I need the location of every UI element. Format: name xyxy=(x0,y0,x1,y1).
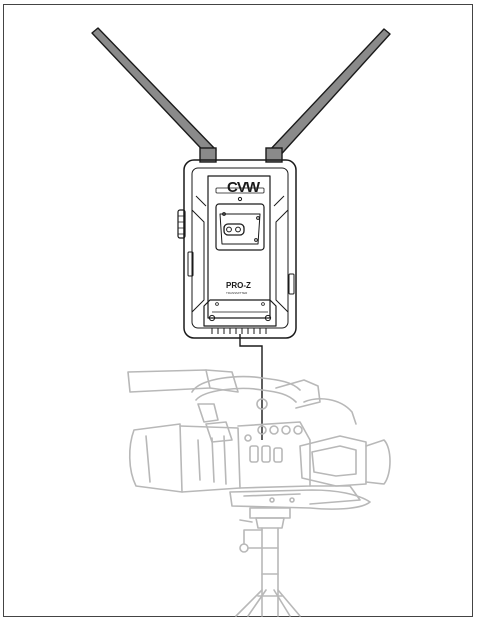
camcorder xyxy=(127,369,391,510)
diagram-frame xyxy=(3,4,473,617)
model-subtitle: TRANSMITTER xyxy=(226,291,248,295)
left-antenna xyxy=(91,27,217,163)
model-label: PRO-Z xyxy=(226,281,251,290)
right-antenna xyxy=(265,28,391,163)
tripod xyxy=(235,507,301,617)
connection-cable xyxy=(239,334,263,440)
transmitter-body xyxy=(177,159,297,339)
brand-logo: CVW xyxy=(227,179,261,196)
